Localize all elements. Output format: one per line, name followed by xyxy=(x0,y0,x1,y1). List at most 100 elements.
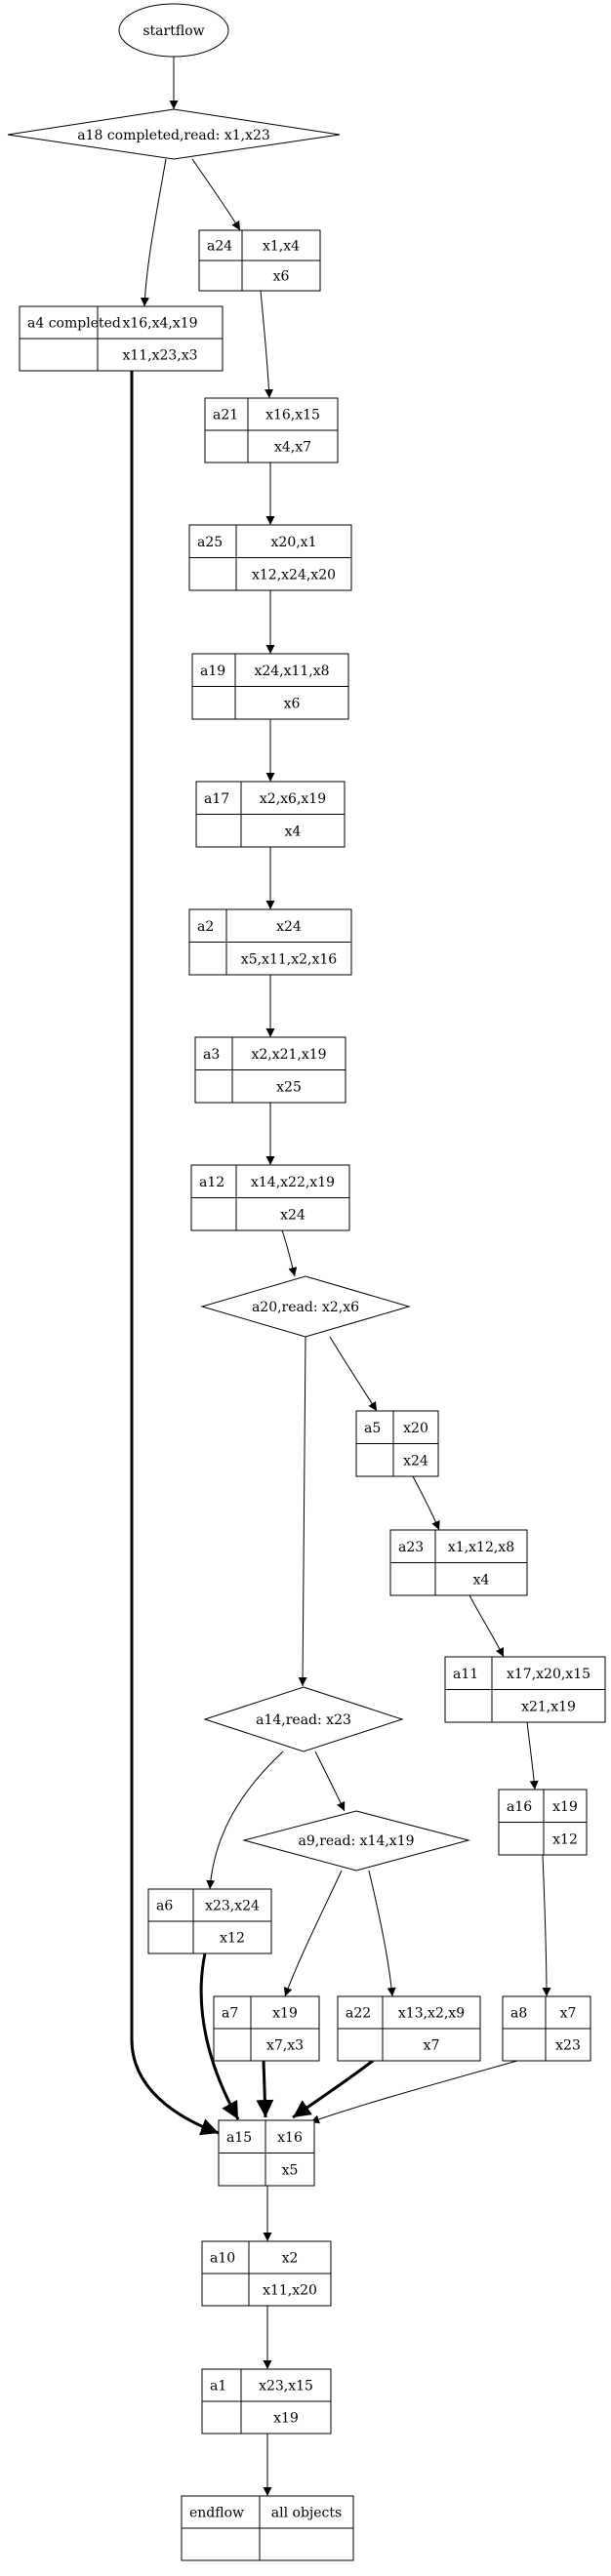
decision-label: a18 completed,read: x1,x23 xyxy=(77,128,270,143)
edge-a7-a15 xyxy=(256,2060,274,2118)
edge-a20-a5 xyxy=(329,1336,378,1412)
task-writes: x7 xyxy=(560,2006,577,2022)
task-name: a6 xyxy=(156,1899,173,1914)
task-reads: x6 xyxy=(273,269,290,285)
edge-a5-a23 xyxy=(412,1475,440,1531)
task-reads: x7 xyxy=(424,2038,440,2054)
task-a8: a8 x7 x23 xyxy=(502,1995,591,2062)
task-writes: x23,x15 xyxy=(259,2379,313,2395)
edge-a20-a14 xyxy=(298,1336,307,1687)
task-a1: a1 x23,x15 x19 xyxy=(201,2368,332,2435)
edge-a9-a7 xyxy=(283,1870,343,1997)
edge-a22-a15 xyxy=(292,2059,374,2119)
task-a24: a24 x1,x4 x6 xyxy=(198,229,321,292)
task-name: a11 xyxy=(453,1667,478,1682)
edge-a4-a15 xyxy=(130,371,220,2136)
task-writes: x2,x21,x19 xyxy=(251,1047,326,1063)
start-node: startflow xyxy=(118,3,229,58)
task-a22: a22 x13,x2,x9 x7 xyxy=(337,1995,481,2062)
edge-a18-a24 xyxy=(191,158,241,231)
task-writes: x23,x24 xyxy=(205,1899,260,1914)
task-name: a8 xyxy=(510,2006,527,2022)
task-writes: x20,x1 xyxy=(271,535,317,550)
edge-a8-a15 xyxy=(309,2060,518,2124)
task-reads: x4 xyxy=(285,824,302,839)
task-reads: x4,x7 xyxy=(274,440,311,456)
task-reads: x23 xyxy=(555,2038,581,2054)
task-writes: x1,x4 xyxy=(263,239,300,255)
task-writes: all objects xyxy=(271,2506,342,2521)
task-name: a22 xyxy=(346,2006,371,2022)
task-writes: x16,x15 xyxy=(265,408,320,423)
task-writes: x20 xyxy=(403,1421,428,1436)
task-reads: x12,x24,x20 xyxy=(252,567,336,583)
task-name: a16 xyxy=(507,1799,532,1815)
edge-a9-a22 xyxy=(368,1870,396,1997)
task-name: a4 completed xyxy=(27,316,121,332)
task-a7: a7 x19 x7,x3 xyxy=(213,1995,320,2062)
task-writes: x2 xyxy=(282,2251,299,2267)
task-name: a23 xyxy=(398,1540,424,1555)
task-a17: a17 x2,x6,x19 x4 xyxy=(195,781,346,848)
start-label: startflow xyxy=(143,23,204,39)
task-name: a12 xyxy=(199,1175,224,1190)
task-reads: x24 xyxy=(280,1207,306,1223)
task-writes: x19 xyxy=(552,1799,578,1815)
task-reads: x25 xyxy=(276,1079,302,1095)
task-a15: a15 x16 x5 xyxy=(218,2119,315,2187)
task-name: endflow xyxy=(189,2506,244,2521)
task-reads: x19 xyxy=(273,2411,299,2427)
task-a16: a16 x19 x12 xyxy=(498,1789,588,1856)
decision-a9: a9,read: x14,x19 xyxy=(242,1810,470,1872)
task-name: a25 xyxy=(197,535,223,550)
edge-a23-a11 xyxy=(468,1594,505,1658)
task-name: a5 xyxy=(364,1421,381,1436)
task-name: a21 xyxy=(213,408,238,423)
task-a21: a21 x16,x15 x4,x7 xyxy=(204,397,339,463)
task-writes: x16 xyxy=(277,2130,303,2146)
decision-a14: a14,read: x23 xyxy=(203,1686,404,1752)
task-name: a24 xyxy=(207,239,232,255)
edge-a18-a4 xyxy=(140,158,167,307)
task-name: a19 xyxy=(200,664,225,679)
task-name: a7 xyxy=(222,2006,238,2022)
task-name: a2 xyxy=(197,919,214,935)
edge-a16-a8 xyxy=(542,1854,551,1997)
task-writes: x2,x6,x19 xyxy=(260,791,326,807)
task-writes: x16,x4,x19 xyxy=(122,316,197,332)
task-reads: x12 xyxy=(220,1931,245,1947)
task-a12: a12 x14,x22,x19 x24 xyxy=(190,1164,350,1231)
task-reads: x11,x23,x3 xyxy=(122,348,197,364)
edge-a6-a15 xyxy=(199,1952,240,2120)
task-end: endflow all objects xyxy=(181,2495,354,2561)
task-reads: x7,x3 xyxy=(266,2038,304,2054)
task-name: a15 xyxy=(226,2130,252,2146)
task-reads: x6 xyxy=(284,696,301,711)
decision-label: a14,read: x23 xyxy=(256,1712,351,1728)
task-writes: x13,x2,x9 xyxy=(398,2006,465,2022)
task-reads: x11,x20 xyxy=(263,2283,317,2299)
edge-a24-a21 xyxy=(260,290,274,399)
decision-a18: a18 completed,read: x1,x23 xyxy=(7,108,341,160)
edges xyxy=(130,57,551,2496)
task-reads: x5,x11,x2,x16 xyxy=(241,951,337,967)
task-name: a1 xyxy=(210,2379,226,2395)
edge-a11-a16 xyxy=(526,1721,539,1791)
edge-a14-a6 xyxy=(206,1751,284,1890)
task-writes: x14,x22,x19 xyxy=(251,1175,335,1190)
task-name: a17 xyxy=(204,791,229,807)
task-reads: x12 xyxy=(552,1831,578,1847)
decision-label: a9,read: x14,x19 xyxy=(298,1833,414,1849)
decision-a20: a20,read: x2,x6 xyxy=(200,1275,411,1338)
task-a2: a2 x24 x5,x11,x2,x16 xyxy=(188,908,352,976)
task-writes: x24 xyxy=(276,919,302,935)
task-writes: x19 xyxy=(272,2006,298,2022)
task-reads: x5 xyxy=(282,2162,299,2178)
